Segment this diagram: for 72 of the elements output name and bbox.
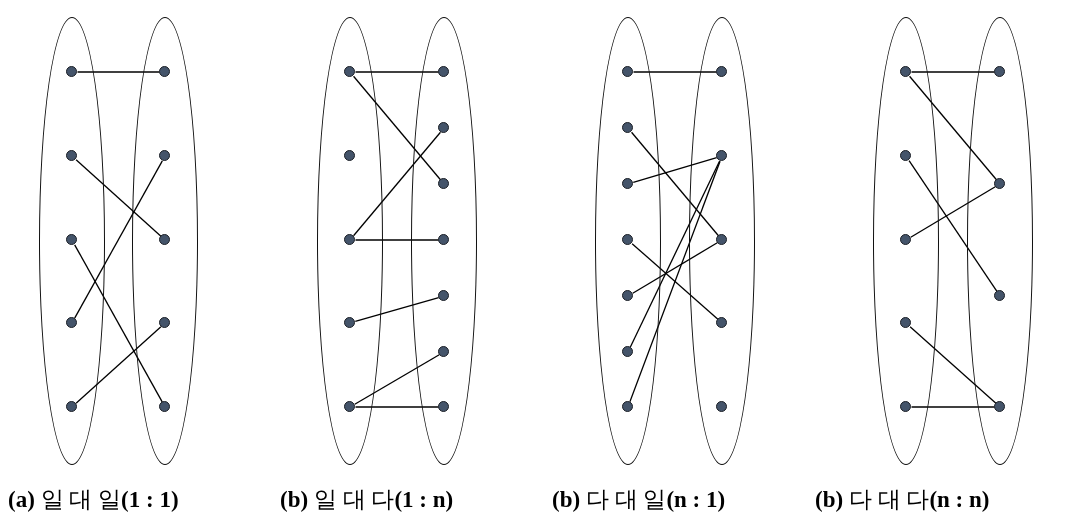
figure-caption: (b) 다 대 다(n : n) [815, 486, 990, 514]
element-dot [622, 66, 634, 78]
connector-line [75, 326, 162, 404]
element-dot [622, 234, 634, 246]
element-dot [716, 317, 728, 329]
element-dot [159, 150, 171, 162]
element-dot [344, 150, 356, 162]
element-dot [994, 290, 1006, 302]
element-dot [994, 401, 1006, 413]
element-dot [159, 234, 171, 246]
connector-line [908, 75, 998, 181]
figure-caption: (b) 다 대 일(n : 1) [552, 486, 726, 514]
element-dot [622, 290, 634, 302]
element-dot [438, 346, 450, 358]
element-dot [900, 66, 912, 78]
element-dot [344, 234, 356, 246]
element-dot [66, 234, 78, 246]
figure-caption: (a) 일 대 일(1 : 1) [8, 486, 179, 514]
connector-line [631, 243, 719, 320]
connector-line [354, 239, 440, 241]
connector-line [352, 75, 442, 181]
element-dot [900, 317, 912, 329]
connector-line [354, 296, 440, 323]
element-dot [438, 290, 450, 302]
connector-line [76, 71, 161, 73]
connector-line [354, 354, 440, 405]
connector-line [910, 71, 996, 73]
connector-line [910, 406, 996, 408]
element-dot [622, 178, 634, 190]
element-dot [716, 401, 728, 413]
element-dot [622, 122, 634, 134]
connector-line [75, 159, 162, 237]
element-dot [438, 401, 450, 413]
connector-line [908, 159, 998, 293]
element-dot [159, 66, 171, 78]
element-dot [159, 317, 171, 329]
element-dot [438, 178, 450, 190]
connector-line [632, 71, 718, 73]
connector-line [909, 326, 997, 404]
element-dot [438, 66, 450, 78]
element-dot [66, 66, 78, 78]
element-dot [344, 401, 356, 413]
connector-line [629, 160, 721, 403]
element-dot [994, 66, 1006, 78]
element-dot [900, 401, 912, 413]
element-dot [994, 178, 1006, 190]
connector-line [74, 244, 163, 403]
connector-line [354, 71, 440, 73]
connector-line [632, 242, 718, 294]
element-dot [438, 122, 450, 134]
connector-line [629, 160, 721, 348]
connector-line [632, 156, 718, 184]
element-dot [66, 317, 78, 329]
element-dot [622, 346, 634, 358]
element-dot [716, 150, 728, 162]
connector-line [354, 406, 440, 408]
element-dot [438, 234, 450, 246]
element-dot [716, 234, 728, 246]
element-dot [900, 150, 912, 162]
element-dot [66, 150, 78, 162]
element-dot [622, 401, 634, 413]
figure-caption: (b) 일 대 다(1 : n) [280, 486, 454, 514]
connector-line [352, 131, 442, 237]
connector-line [630, 131, 720, 237]
element-dot [716, 66, 728, 78]
element-dot [344, 66, 356, 78]
connector-line [74, 160, 163, 319]
element-dot [344, 317, 356, 329]
element-dot [66, 401, 78, 413]
element-dot [159, 401, 171, 413]
element-dot [900, 234, 912, 246]
connector-line [910, 186, 996, 238]
